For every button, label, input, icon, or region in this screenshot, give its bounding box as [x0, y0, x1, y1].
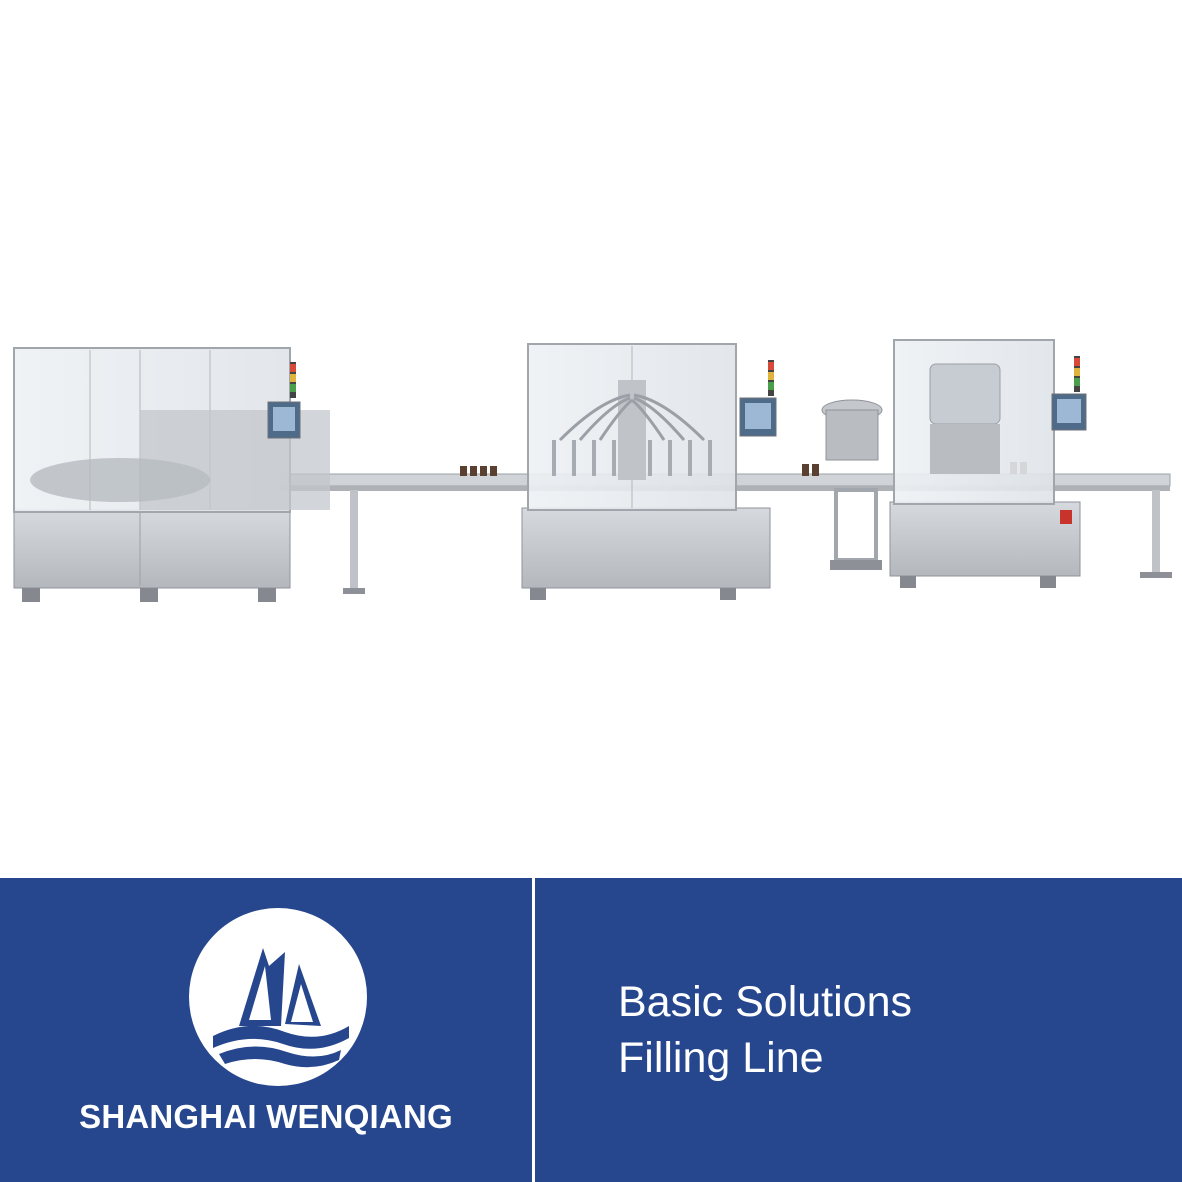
company-name: SHANGHAI WENQIANG — [79, 1098, 453, 1135]
headline-line-1: Basic Solutions — [618, 978, 912, 1026]
footer-divider — [532, 878, 535, 1182]
filling-machine-unit — [521, 343, 777, 600]
footer-banner: SHANGHAI WENQIANG Basic Solutions Fillin… — [0, 878, 1182, 1182]
product-headline: Basic Solutions Filling Line — [618, 974, 912, 1086]
product-photo — [13, 339, 1172, 602]
cap-feeder-unit — [821, 399, 883, 570]
sailboat-waves-logo-icon — [189, 908, 367, 1086]
washing-machine-unit — [13, 347, 330, 602]
filling-line-machine-illustration — [13, 339, 1172, 602]
headline-line-2: Filling Line — [618, 1034, 824, 1082]
capping-machine-unit — [889, 339, 1087, 588]
